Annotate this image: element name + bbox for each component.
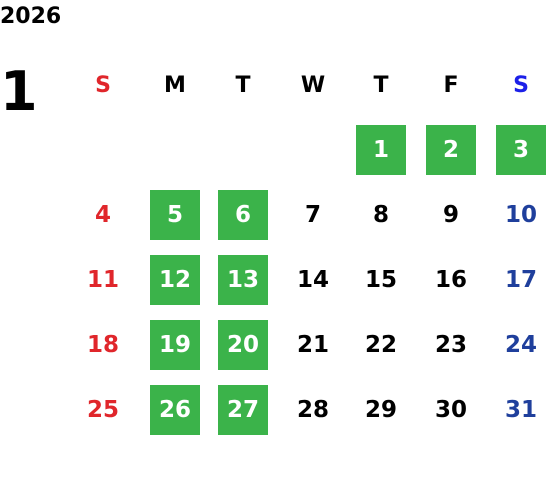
day-cell[interactable]: 12: [150, 255, 200, 305]
day-cell[interactable]: 22: [364, 332, 397, 358]
day-cell[interactable]: 23: [434, 332, 467, 358]
day-cell[interactable]: 25: [86, 397, 119, 423]
day-cell[interactable]: 11: [86, 267, 119, 293]
day-cell[interactable]: 10: [504, 202, 537, 228]
day-cell[interactable]: 1: [356, 125, 406, 175]
day-cell[interactable]: 28: [296, 397, 329, 423]
day-cell[interactable]: 9: [442, 202, 459, 228]
day-cell[interactable]: 24: [504, 332, 537, 358]
day-cell[interactable]: 29: [364, 397, 397, 423]
weekday-header: M: [164, 72, 186, 98]
day-cell[interactable]: 6: [218, 190, 268, 240]
day-cell[interactable]: 14: [296, 267, 329, 293]
day-cell[interactable]: 31: [504, 397, 537, 423]
day-cell[interactable]: 13: [218, 255, 268, 305]
weekday-header: S: [513, 72, 529, 98]
day-cell[interactable]: 4: [94, 202, 111, 228]
weekday-header: S: [95, 72, 111, 98]
weekday-header: F: [443, 72, 459, 98]
day-cell[interactable]: 20: [218, 320, 268, 370]
day-cell[interactable]: 5: [150, 190, 200, 240]
weekday-header: T: [235, 72, 251, 98]
day-cell[interactable]: 17: [504, 267, 537, 293]
day-cell[interactable]: 30: [434, 397, 467, 423]
day-cell[interactable]: 8: [372, 202, 389, 228]
day-cell[interactable]: 3: [496, 125, 546, 175]
weekday-header: T: [373, 72, 389, 98]
weekday-header: W: [300, 72, 326, 98]
day-cell[interactable]: 15: [364, 267, 397, 293]
day-cell[interactable]: 2: [426, 125, 476, 175]
day-cell[interactable]: 18: [86, 332, 119, 358]
month-number: 1: [0, 60, 38, 123]
day-cell[interactable]: 21: [296, 332, 329, 358]
day-cell[interactable]: 16: [434, 267, 467, 293]
day-cell[interactable]: 19: [150, 320, 200, 370]
year-label: 2026: [0, 4, 62, 29]
day-cell[interactable]: 7: [304, 202, 321, 228]
day-cell[interactable]: 26: [150, 385, 200, 435]
day-cell[interactable]: 27: [218, 385, 268, 435]
